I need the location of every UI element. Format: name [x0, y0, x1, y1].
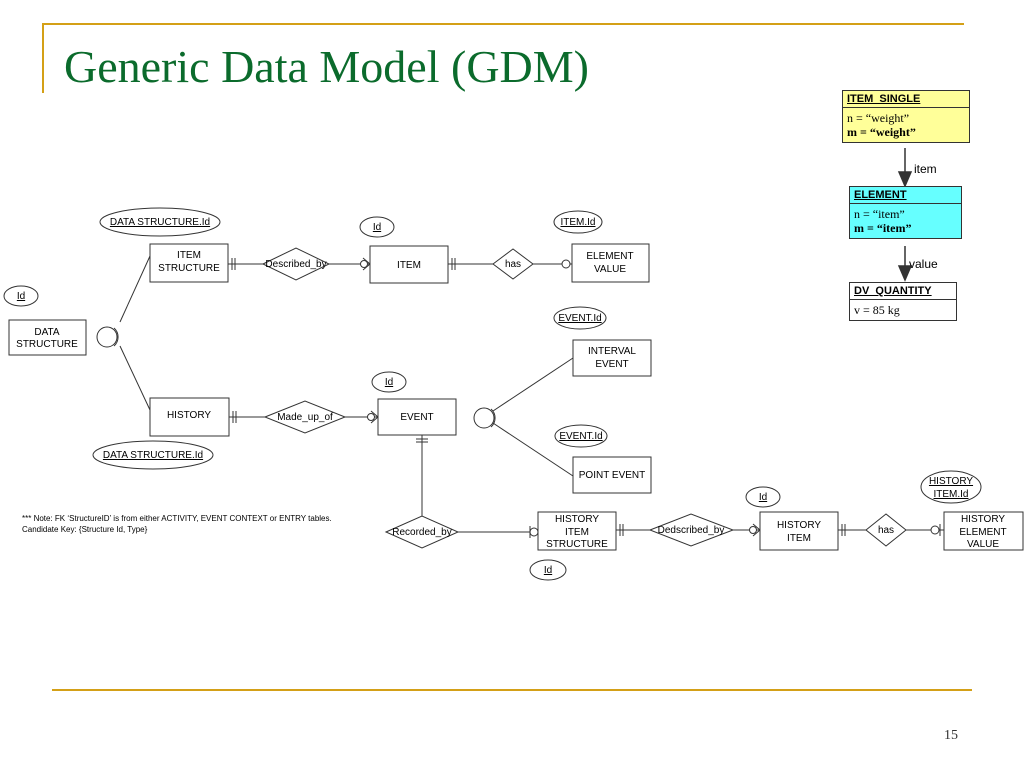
attribute-label: ITEM.Id — [933, 489, 968, 500]
entity-event — [377, 398, 457, 436]
entity-label: STRUCTURE — [158, 263, 220, 274]
page-number: 15 — [944, 728, 958, 743]
entity-item-structure — [149, 243, 229, 283]
entity-interval-event — [572, 339, 652, 377]
attr-item-id — [359, 216, 395, 238]
attribute-label: Id — [385, 377, 393, 388]
entity-label: POINT EVENT — [579, 470, 646, 481]
element-line: m = “item” — [854, 221, 912, 235]
item-single-line: m = “weight” — [847, 125, 916, 139]
attribute-label: HISTORY — [929, 476, 973, 487]
entity-label: HISTORY — [777, 520, 821, 531]
relationship-recorded-by — [384, 515, 460, 549]
attribute-label: EVENT.Id — [559, 431, 602, 442]
entity-label: ITEM — [787, 533, 811, 544]
item-single-header: ITEM_SINGLE — [843, 91, 969, 108]
entity-label: STRUCTURE — [16, 339, 78, 350]
entity-label: DATA — [34, 327, 60, 338]
attribute-label: DATA STRUCTURE.Id — [110, 217, 210, 228]
dv-quantity-line: v = 85 kg — [854, 303, 900, 317]
relationship-label: Dedscribed_by — [658, 525, 725, 536]
slide-title: Generic Data Model (GDM) — [64, 41, 589, 92]
attribute-label: Id — [373, 222, 381, 233]
entity-element-value — [571, 243, 650, 283]
entity-history — [149, 397, 230, 437]
attr-data-structure-id — [3, 285, 39, 307]
relationship-dedscribed-by — [648, 513, 735, 547]
attr-event-id-ref-2 — [554, 424, 608, 448]
arrow-down-icon — [897, 265, 913, 282]
attr-history-item-structure-id — [529, 559, 567, 581]
entity-label: ELEMENT — [959, 527, 1006, 538]
entity-label: VALUE — [594, 264, 626, 275]
relationship-made-up-of — [263, 400, 347, 434]
entity-label: INTERVAL — [588, 346, 636, 357]
entity-history-item-structure — [537, 511, 617, 551]
entity-label: STRUCTURE — [546, 539, 608, 550]
entity-label: HISTORY — [167, 410, 211, 421]
element-header: ELEMENT — [850, 187, 961, 204]
attr-history-item-id-ref — [920, 470, 982, 504]
relationship-label: Made_up_of — [277, 412, 333, 423]
attribute-label: Id — [17, 291, 25, 302]
relationship-label: Recorded_by — [392, 527, 451, 538]
attribute-label: EVENT.Id — [558, 313, 601, 324]
attr-data-structure-id-top — [99, 207, 221, 237]
entity-label: ITEM — [177, 250, 201, 261]
entity-history-item — [759, 511, 839, 551]
entity-label: VALUE — [967, 539, 999, 550]
top-accent-line — [42, 23, 964, 25]
entity-data-structure — [8, 319, 87, 356]
entity-label: ITEM — [397, 260, 421, 271]
arrow-label-item: item — [914, 162, 937, 176]
element-box: ELEMENT n = “item” m = “item” — [849, 186, 962, 239]
footnote: *** Note: FK ‘StructureID’ is from eithe… — [22, 513, 332, 535]
entity-label: EVENT — [595, 359, 628, 370]
entity-label: ELEMENT — [586, 251, 633, 262]
item-single-box: ITEM_SINGLE n = “weight” m = “weight” — [842, 90, 970, 143]
dv-quantity-header: DV_QUANTITY — [850, 283, 956, 300]
relationship-label: Described_by — [265, 259, 326, 270]
attr-item-id-ref — [553, 210, 603, 234]
attribute-label: Id — [759, 492, 767, 503]
attr-event-id — [371, 371, 407, 393]
relationship-has-history — [865, 513, 907, 547]
relationship-has-item — [492, 248, 534, 280]
relationship-described-by — [261, 247, 331, 281]
attribute-label: Id — [544, 565, 552, 576]
bottom-accent-line — [52, 689, 972, 691]
attr-history-item-id — [745, 486, 781, 508]
entity-label: EVENT — [400, 412, 433, 423]
relationship-label: has — [505, 259, 521, 270]
relationship-label: has — [878, 525, 894, 536]
element-line: n = “item” — [854, 207, 905, 221]
attribute-label: ITEM.Id — [560, 217, 595, 228]
item-single-line: n = “weight” — [847, 111, 910, 125]
entity-history-element-value — [943, 511, 1024, 551]
footnote-line: *** Note: FK ‘StructureID’ is from eithe… — [22, 514, 332, 523]
left-accent-line — [42, 23, 44, 93]
footnote-line: Candidate Key: {Structure Id, Type} — [22, 525, 148, 534]
entity-item — [369, 245, 449, 284]
attribute-label: DATA STRUCTURE.Id — [103, 450, 203, 461]
entity-label: ITEM — [565, 527, 589, 538]
entity-label: HISTORY — [555, 514, 599, 525]
attr-event-id-ref-1 — [553, 306, 607, 330]
arrow-down-icon — [897, 171, 913, 188]
entity-label: HISTORY — [961, 514, 1005, 525]
attr-data-structure-id-bottom — [92, 440, 214, 470]
dv-quantity-box: DV_QUANTITY v = 85 kg — [849, 282, 957, 321]
entity-point-event — [572, 456, 652, 494]
arrow-label-value: value — [909, 257, 938, 271]
